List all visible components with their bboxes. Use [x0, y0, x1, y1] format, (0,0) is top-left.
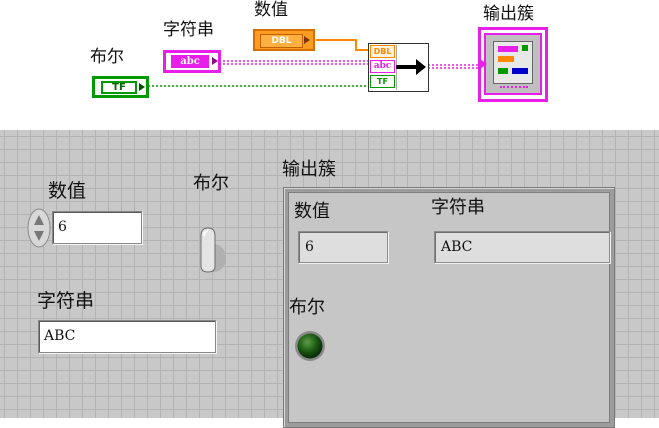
cluster-indicator-body: 数值 6 字符串 ABC 布尔: [288, 192, 610, 423]
boolean-terminal[interactable]: TF: [92, 76, 149, 98]
numeric-control-label: 数值: [48, 180, 87, 202]
string-type-tag: abc: [171, 55, 209, 68]
bundle-node[interactable]: DBL abc TF: [368, 43, 429, 92]
bundle-input-numeric[interactable]: DBL: [370, 45, 395, 58]
numeric-terminal[interactable]: DBL: [253, 29, 315, 51]
bundle-input-string[interactable]: abc: [370, 60, 395, 73]
arrow-right-icon: [480, 59, 487, 69]
numeric-increment-decrement[interactable]: [26, 207, 52, 249]
string-terminal[interactable]: abc: [163, 50, 221, 73]
cluster-terminal-label: 输出簇: [483, 4, 534, 24]
led-indicator-icon: [295, 331, 325, 361]
wire-layer: [148, 39, 484, 87]
cluster-boolean-label: 布尔: [289, 297, 325, 318]
numeric-control-field[interactable]: 6: [52, 211, 142, 244]
cluster-terminal[interactable]: [478, 27, 548, 102]
boolean-toggle-switch[interactable]: [193, 222, 233, 278]
cluster-indicator-label: 输出簇: [282, 159, 336, 180]
arrow-right-icon: [304, 36, 310, 44]
block-diagram: 布尔 字符串 数值 输出簇 DBL abc TF DBL abc TF: [0, 0, 659, 130]
numeric-type-tag: DBL: [260, 34, 303, 48]
spinner-arrows-icon: [27, 208, 51, 248]
cluster-string-value: ABC: [434, 231, 610, 263]
cluster-boolean-led: [293, 329, 327, 363]
boolean-control-label: 布尔: [193, 173, 229, 194]
boolean-terminal-label: 布尔: [90, 47, 124, 67]
cluster-terminal-face: [480, 33, 542, 95]
cluster-numeric-label: 数值: [294, 201, 330, 222]
string-control-field[interactable]: ABC: [38, 320, 216, 353]
numeric-wire: [316, 39, 369, 51]
cluster-indicator: 数值 6 字符串 ABC 布尔: [283, 187, 615, 428]
toggle-switch-icon: [200, 227, 226, 273]
boolean-type-tag: TF: [101, 81, 137, 94]
bundle-icon: [396, 45, 426, 90]
arrow-right-icon: [212, 57, 218, 65]
string-control-label: 字符串: [37, 290, 95, 312]
bundle-input-boolean[interactable]: TF: [370, 75, 395, 88]
cluster-numeric-value: 6: [298, 231, 388, 263]
cluster-string-label: 字符串: [431, 197, 485, 218]
arrow-right-icon: [139, 83, 145, 91]
numeric-terminal-label: 数值: [254, 0, 288, 20]
front-panel: 数值 6 布尔 字符串 ABC 输出簇 数值 6 字符串 ABC 布尔: [0, 130, 659, 428]
string-terminal-label: 字符串: [163, 20, 214, 40]
cluster-icon: [493, 41, 533, 84]
